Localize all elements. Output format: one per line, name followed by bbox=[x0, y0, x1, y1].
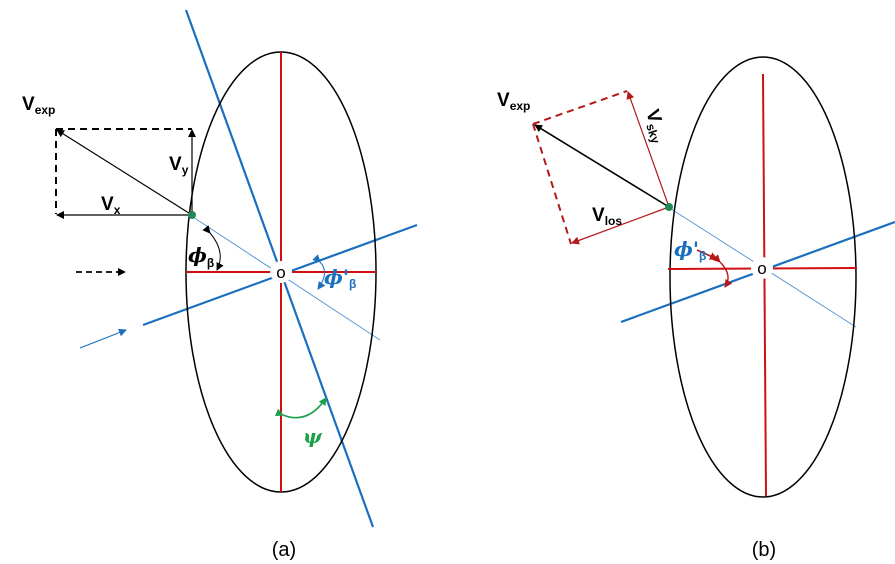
panel-b-caption: (b) bbox=[752, 539, 776, 561]
origin-backing-b bbox=[751, 257, 773, 279]
phi-beta-label-a: ϕβ bbox=[188, 243, 214, 270]
panel-a: o Vexp Vy Vx ϕβ bbox=[22, 9, 418, 561]
v-sky-arrow-b bbox=[626, 91, 670, 208]
v-x-label-a: Vx bbox=[101, 194, 121, 217]
v-sky-label-b: Vsky bbox=[639, 107, 671, 146]
origin-label-a: o bbox=[276, 263, 285, 282]
phi-beta-prime-arc-b bbox=[712, 254, 733, 288]
vertical-axis-b bbox=[762, 73, 767, 497]
v-exp-label-a: Vexp bbox=[22, 94, 55, 117]
blue-arrow-a bbox=[79, 328, 127, 349]
phi-beta-prime-label-a: ϕ'β bbox=[324, 265, 356, 291]
phi-beta-prime-arc-a bbox=[312, 254, 326, 290]
point-dot-b bbox=[665, 203, 673, 211]
ellipse-b bbox=[669, 56, 857, 498]
dashed-left-b bbox=[532, 123, 572, 245]
phi-beta-arc-a bbox=[202, 225, 224, 271]
v-los-label-b: Vlos bbox=[592, 205, 622, 228]
v-exp-arrow-b bbox=[534, 124, 670, 208]
panel-a-caption: (a) bbox=[272, 539, 296, 561]
dashed-top-b bbox=[532, 90, 628, 125]
v-los-arrow-b bbox=[571, 206, 670, 245]
v-y-label-a: Vy bbox=[169, 154, 189, 177]
phi-beta-prime-pointer-b bbox=[696, 249, 718, 260]
phi-beta-prime-label-b: ϕ'β bbox=[674, 237, 706, 263]
v-exp-label-b: Vexp bbox=[497, 90, 530, 113]
v-exp-arrow-a bbox=[56, 129, 193, 216]
panel-b: o Vexp Vsky Vlos ϕ'β (b) bbox=[497, 56, 895, 561]
psi-arc-a bbox=[275, 397, 327, 419]
point-dot-a bbox=[188, 211, 196, 219]
origin-label-b: o bbox=[757, 259, 766, 278]
origin-backing-a bbox=[270, 261, 292, 283]
psi-label-a: ψ bbox=[303, 424, 323, 448]
